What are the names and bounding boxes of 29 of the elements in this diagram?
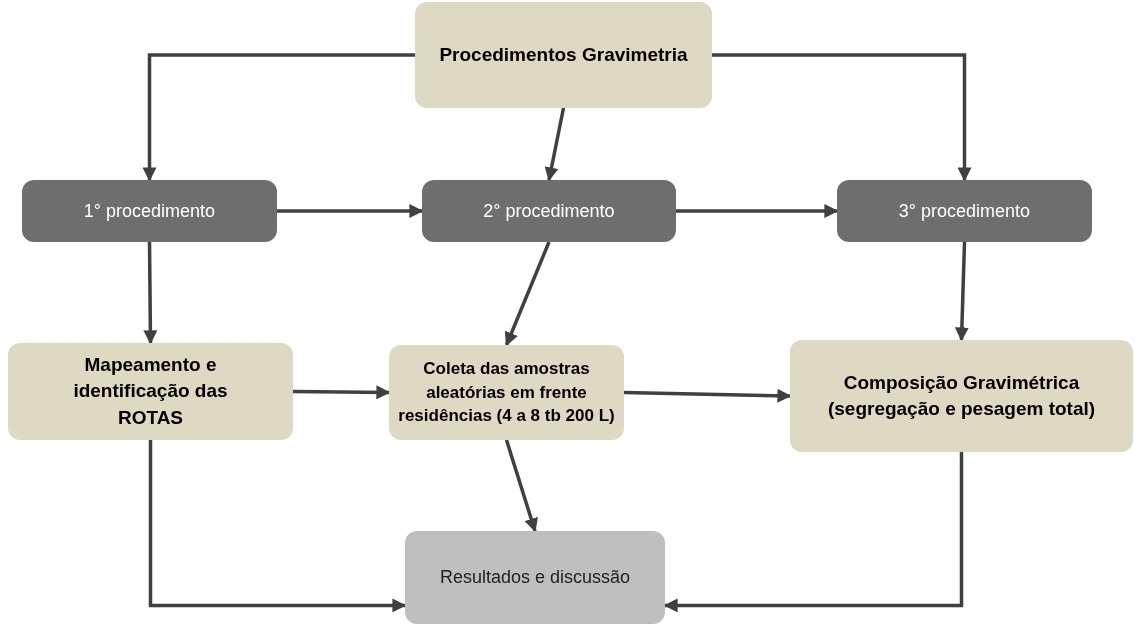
process-box: [22, 180, 277, 242]
box-label: 2° procedimento: [483, 199, 615, 223]
process-box: [422, 180, 676, 242]
process-box: [415, 2, 712, 108]
arrow: [148, 440, 407, 613]
process-box: [405, 531, 665, 624]
arrow: [676, 204, 839, 218]
box-label: Coleta das amostras aleatórias em frente residências (4 a 8 tb 200 L): [397, 358, 616, 428]
process-box: [8, 343, 293, 440]
arrow: [504, 241, 551, 347]
box-label: 3° procedimento: [898, 199, 1031, 223]
arrow: [712, 53, 972, 182]
arrow: [504, 439, 538, 533]
process-box: [389, 345, 624, 440]
arrow: [293, 385, 391, 400]
box-label: Mapeamento e identificação das ROTAS: [72, 353, 229, 430]
box-label: 1° procedimento: [83, 199, 216, 223]
arrow: [954, 241, 969, 342]
arrow: [623, 388, 792, 403]
arrow: [142, 53, 415, 182]
arrow: [277, 204, 424, 218]
arrow: [544, 107, 566, 182]
box-label: Composição Gravimétrica (segregação e pesagem total): [826, 370, 1097, 421]
box-label: Resultados e discussão: [439, 566, 631, 590]
process-box: [790, 340, 1133, 452]
arrow: [663, 452, 964, 613]
box-label: Procedimentos Gravimetria: [439, 42, 688, 67]
process-box: [837, 180, 1092, 242]
arrow: [143, 242, 158, 345]
